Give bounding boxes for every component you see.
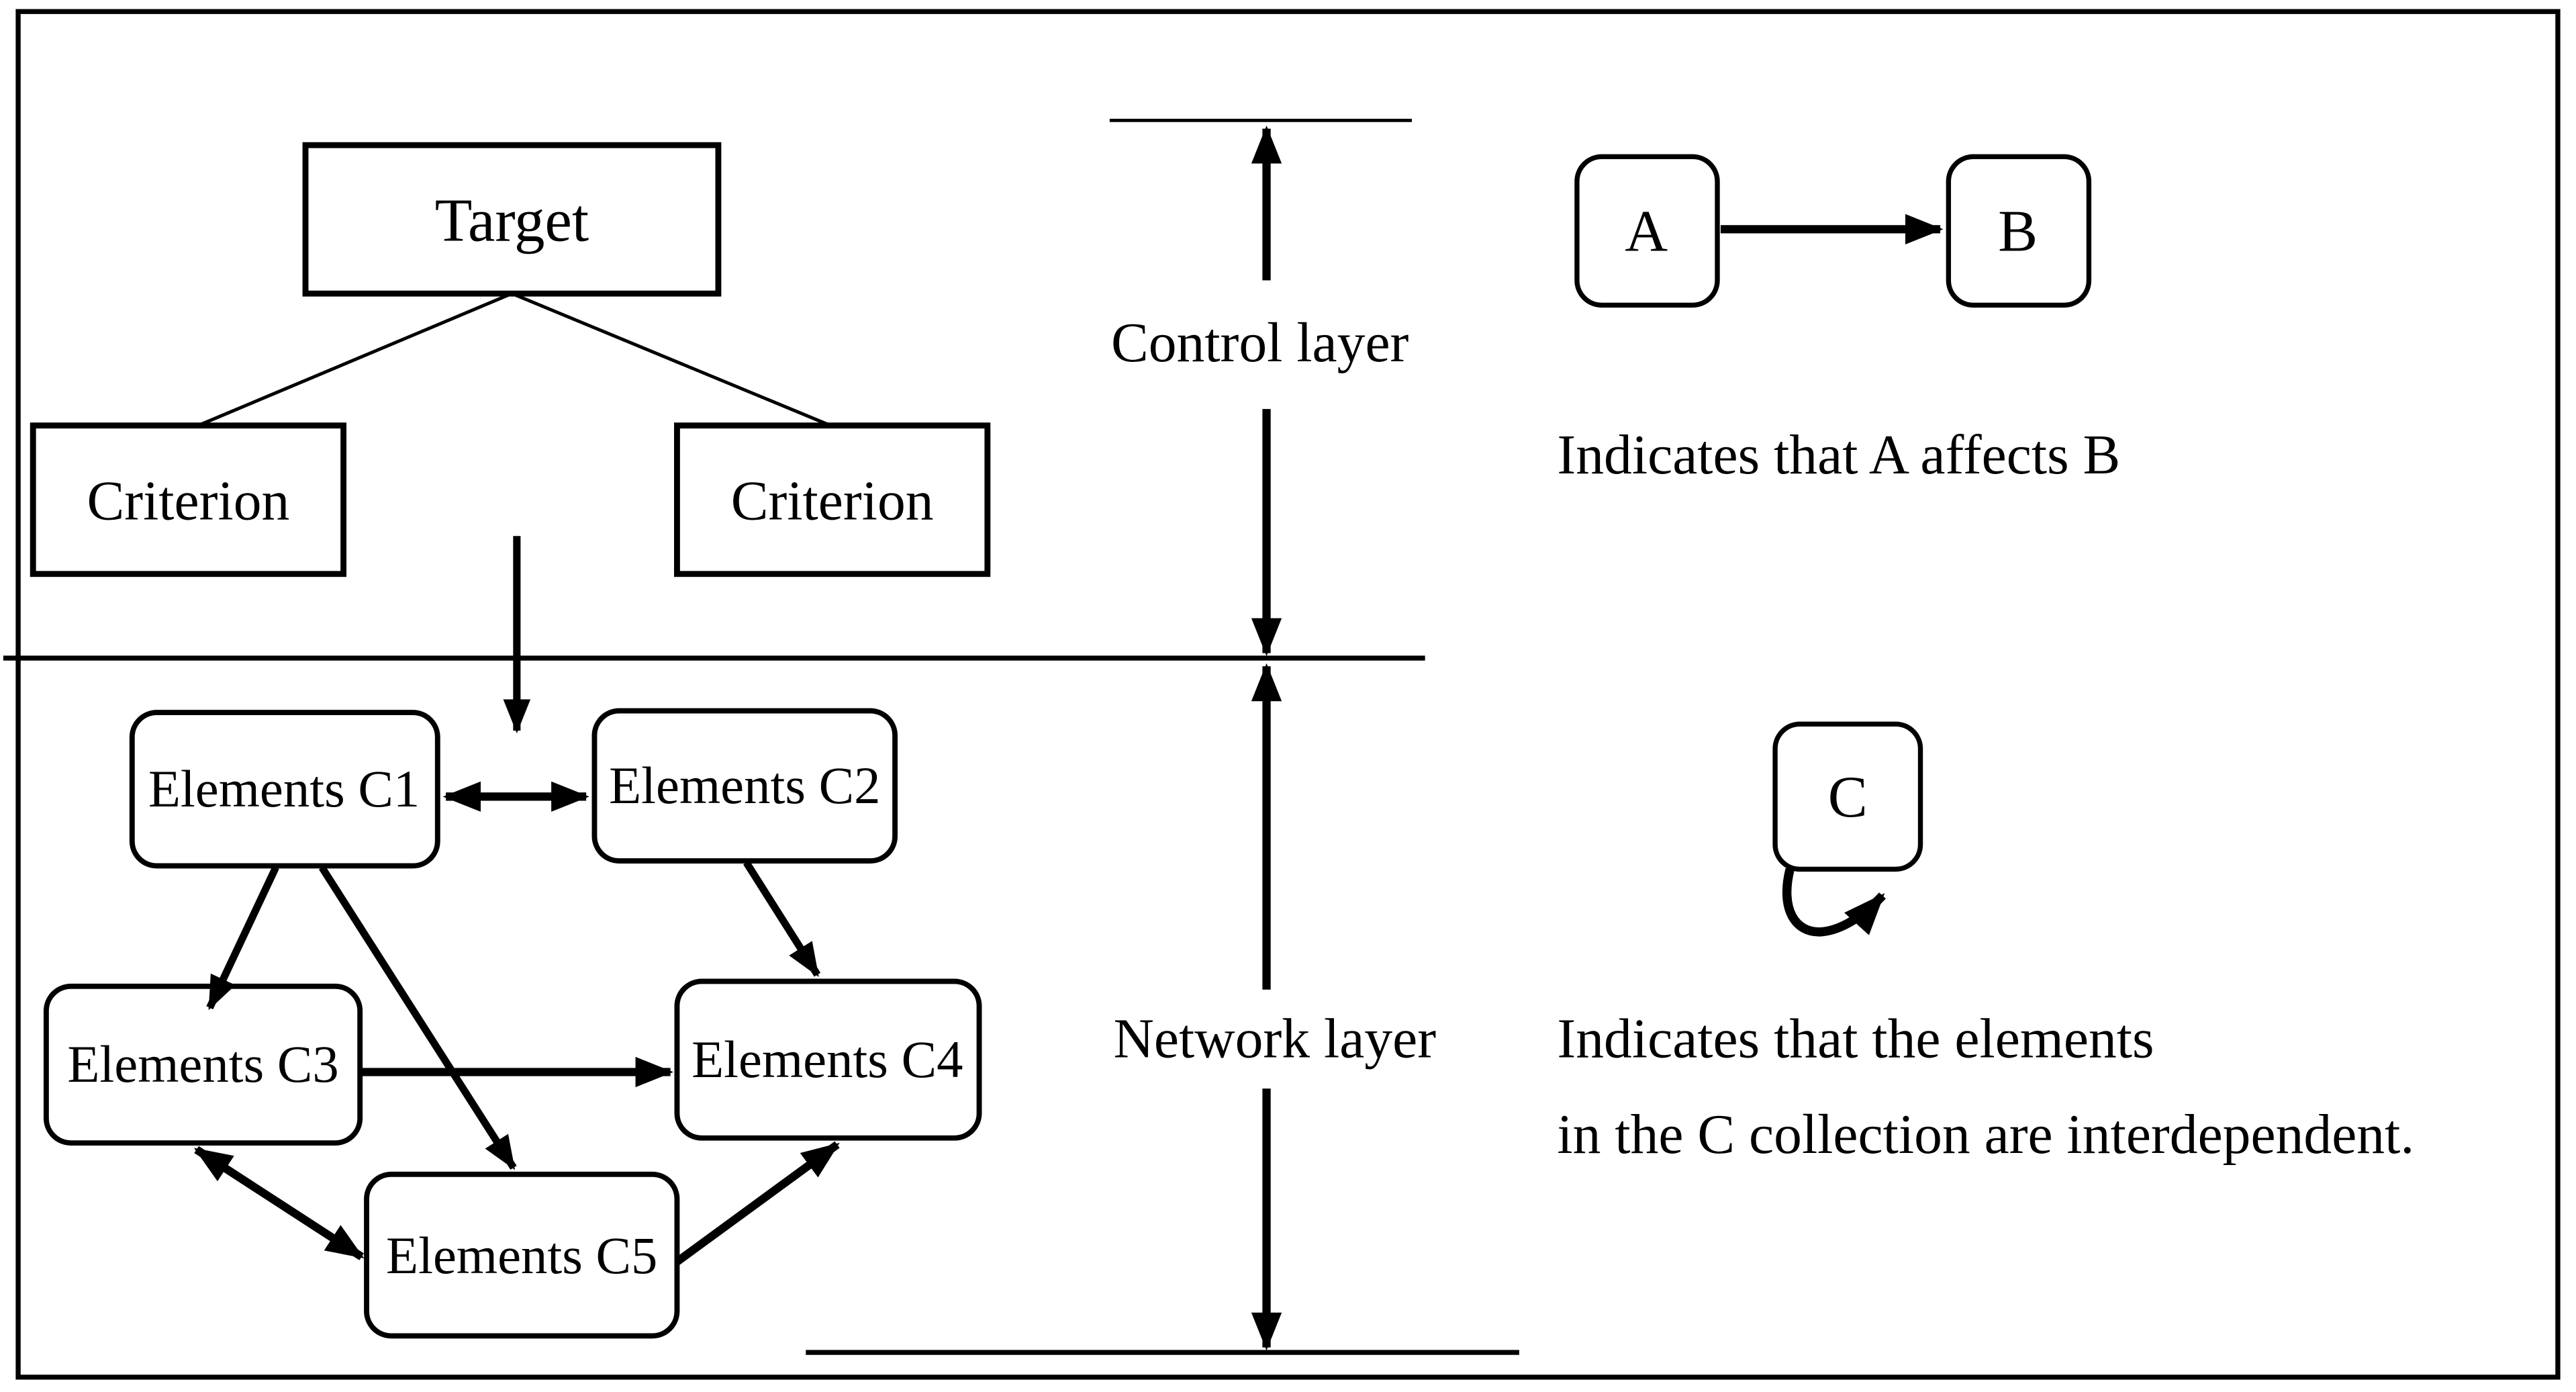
self-loop-arrow-c [1782, 868, 1886, 937]
elements-c2-box [591, 708, 898, 864]
elements-c1-label: Elements C1 [148, 760, 420, 819]
legend-c-caption-line2: in the C collection are interdependent. [1557, 1104, 2414, 1166]
legend-b-box [1946, 154, 2092, 308]
control-layer-label: Control layer [1111, 312, 1409, 374]
elements-c4-label: Elements C4 [691, 1031, 963, 1089]
tree-edge-left [197, 291, 513, 427]
network-layer-label: Network layer [1114, 1008, 1437, 1070]
legend-b-label: B [1998, 198, 2038, 264]
legend-c-caption-line1: Indicates that the elements [1557, 1008, 2154, 1070]
elements-c5-label: Elements C5 [386, 1227, 657, 1285]
legend-a-label: A [1625, 198, 1668, 264]
criterion-left-box [30, 422, 347, 577]
legend-ab-caption: Indicates that A affects B [1557, 424, 2120, 486]
elements-c3-box [43, 983, 363, 1146]
criterion-right-box [674, 422, 991, 577]
arrow-c3-c5 [193, 1146, 365, 1260]
elements-c3-label: Elements C3 [67, 1035, 338, 1094]
arrow-c1-c5 [318, 865, 517, 1170]
arrow-c2-c4 [743, 860, 821, 978]
target-label: Target [435, 187, 589, 254]
criterion-left-label: Criterion [87, 471, 289, 532]
elements-c1-box [129, 710, 440, 869]
elements-c4-box [674, 978, 982, 1141]
arrow-c5-c4 [674, 1141, 840, 1265]
elements-c2-label: Elements C2 [609, 757, 880, 815]
tree-edge-right [511, 291, 832, 427]
arrow-c1-c3 [206, 866, 279, 1011]
outer-border [15, 9, 2561, 1380]
legend-a-box [1574, 154, 1720, 308]
criterion-right-label: Criterion [731, 471, 934, 532]
legend-c-box [1772, 721, 1923, 872]
legend-c-label: C [1828, 764, 1868, 830]
elements-c5-box [364, 1171, 680, 1339]
